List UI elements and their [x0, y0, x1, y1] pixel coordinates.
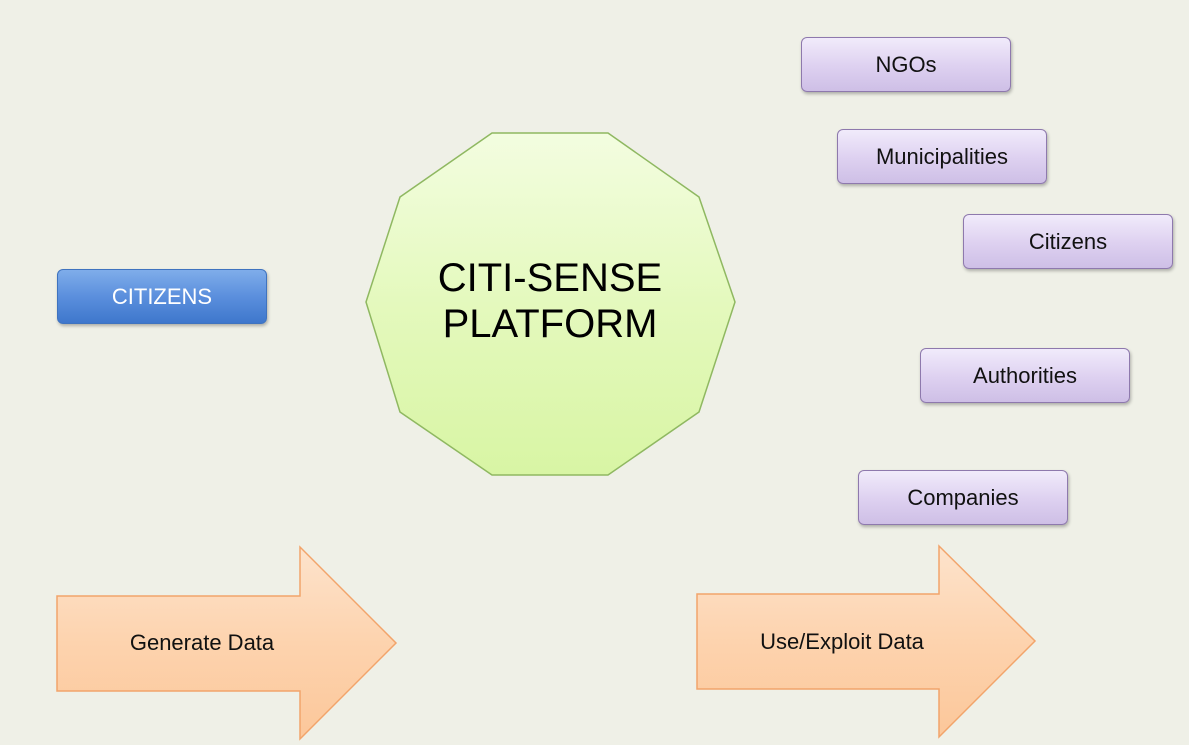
platform-title: CITI-SENSE PLATFORM [400, 255, 700, 347]
authorities-box: Authorities [920, 348, 1130, 403]
platform-decagon-shape [365, 132, 736, 476]
platform-title-line-2: PLATFORM [442, 302, 658, 346]
generate-data-arrow-shape [56, 545, 398, 741]
platform-title-line-1: CITI-SENSE [437, 256, 663, 300]
ngos-box: NGOs [801, 37, 1011, 92]
citizens-user-box: Citizens [963, 214, 1173, 269]
municipalities-box: Municipalities [837, 129, 1047, 184]
generate-data-label: Generate Data [129, 630, 275, 655]
use-data-arrow-shape [696, 544, 1037, 739]
companies-box: Companies [858, 470, 1068, 525]
use-exploit-data-label: Use/Exploit Data [760, 629, 924, 654]
citizens-producer-box: CITIZENS [57, 269, 267, 324]
